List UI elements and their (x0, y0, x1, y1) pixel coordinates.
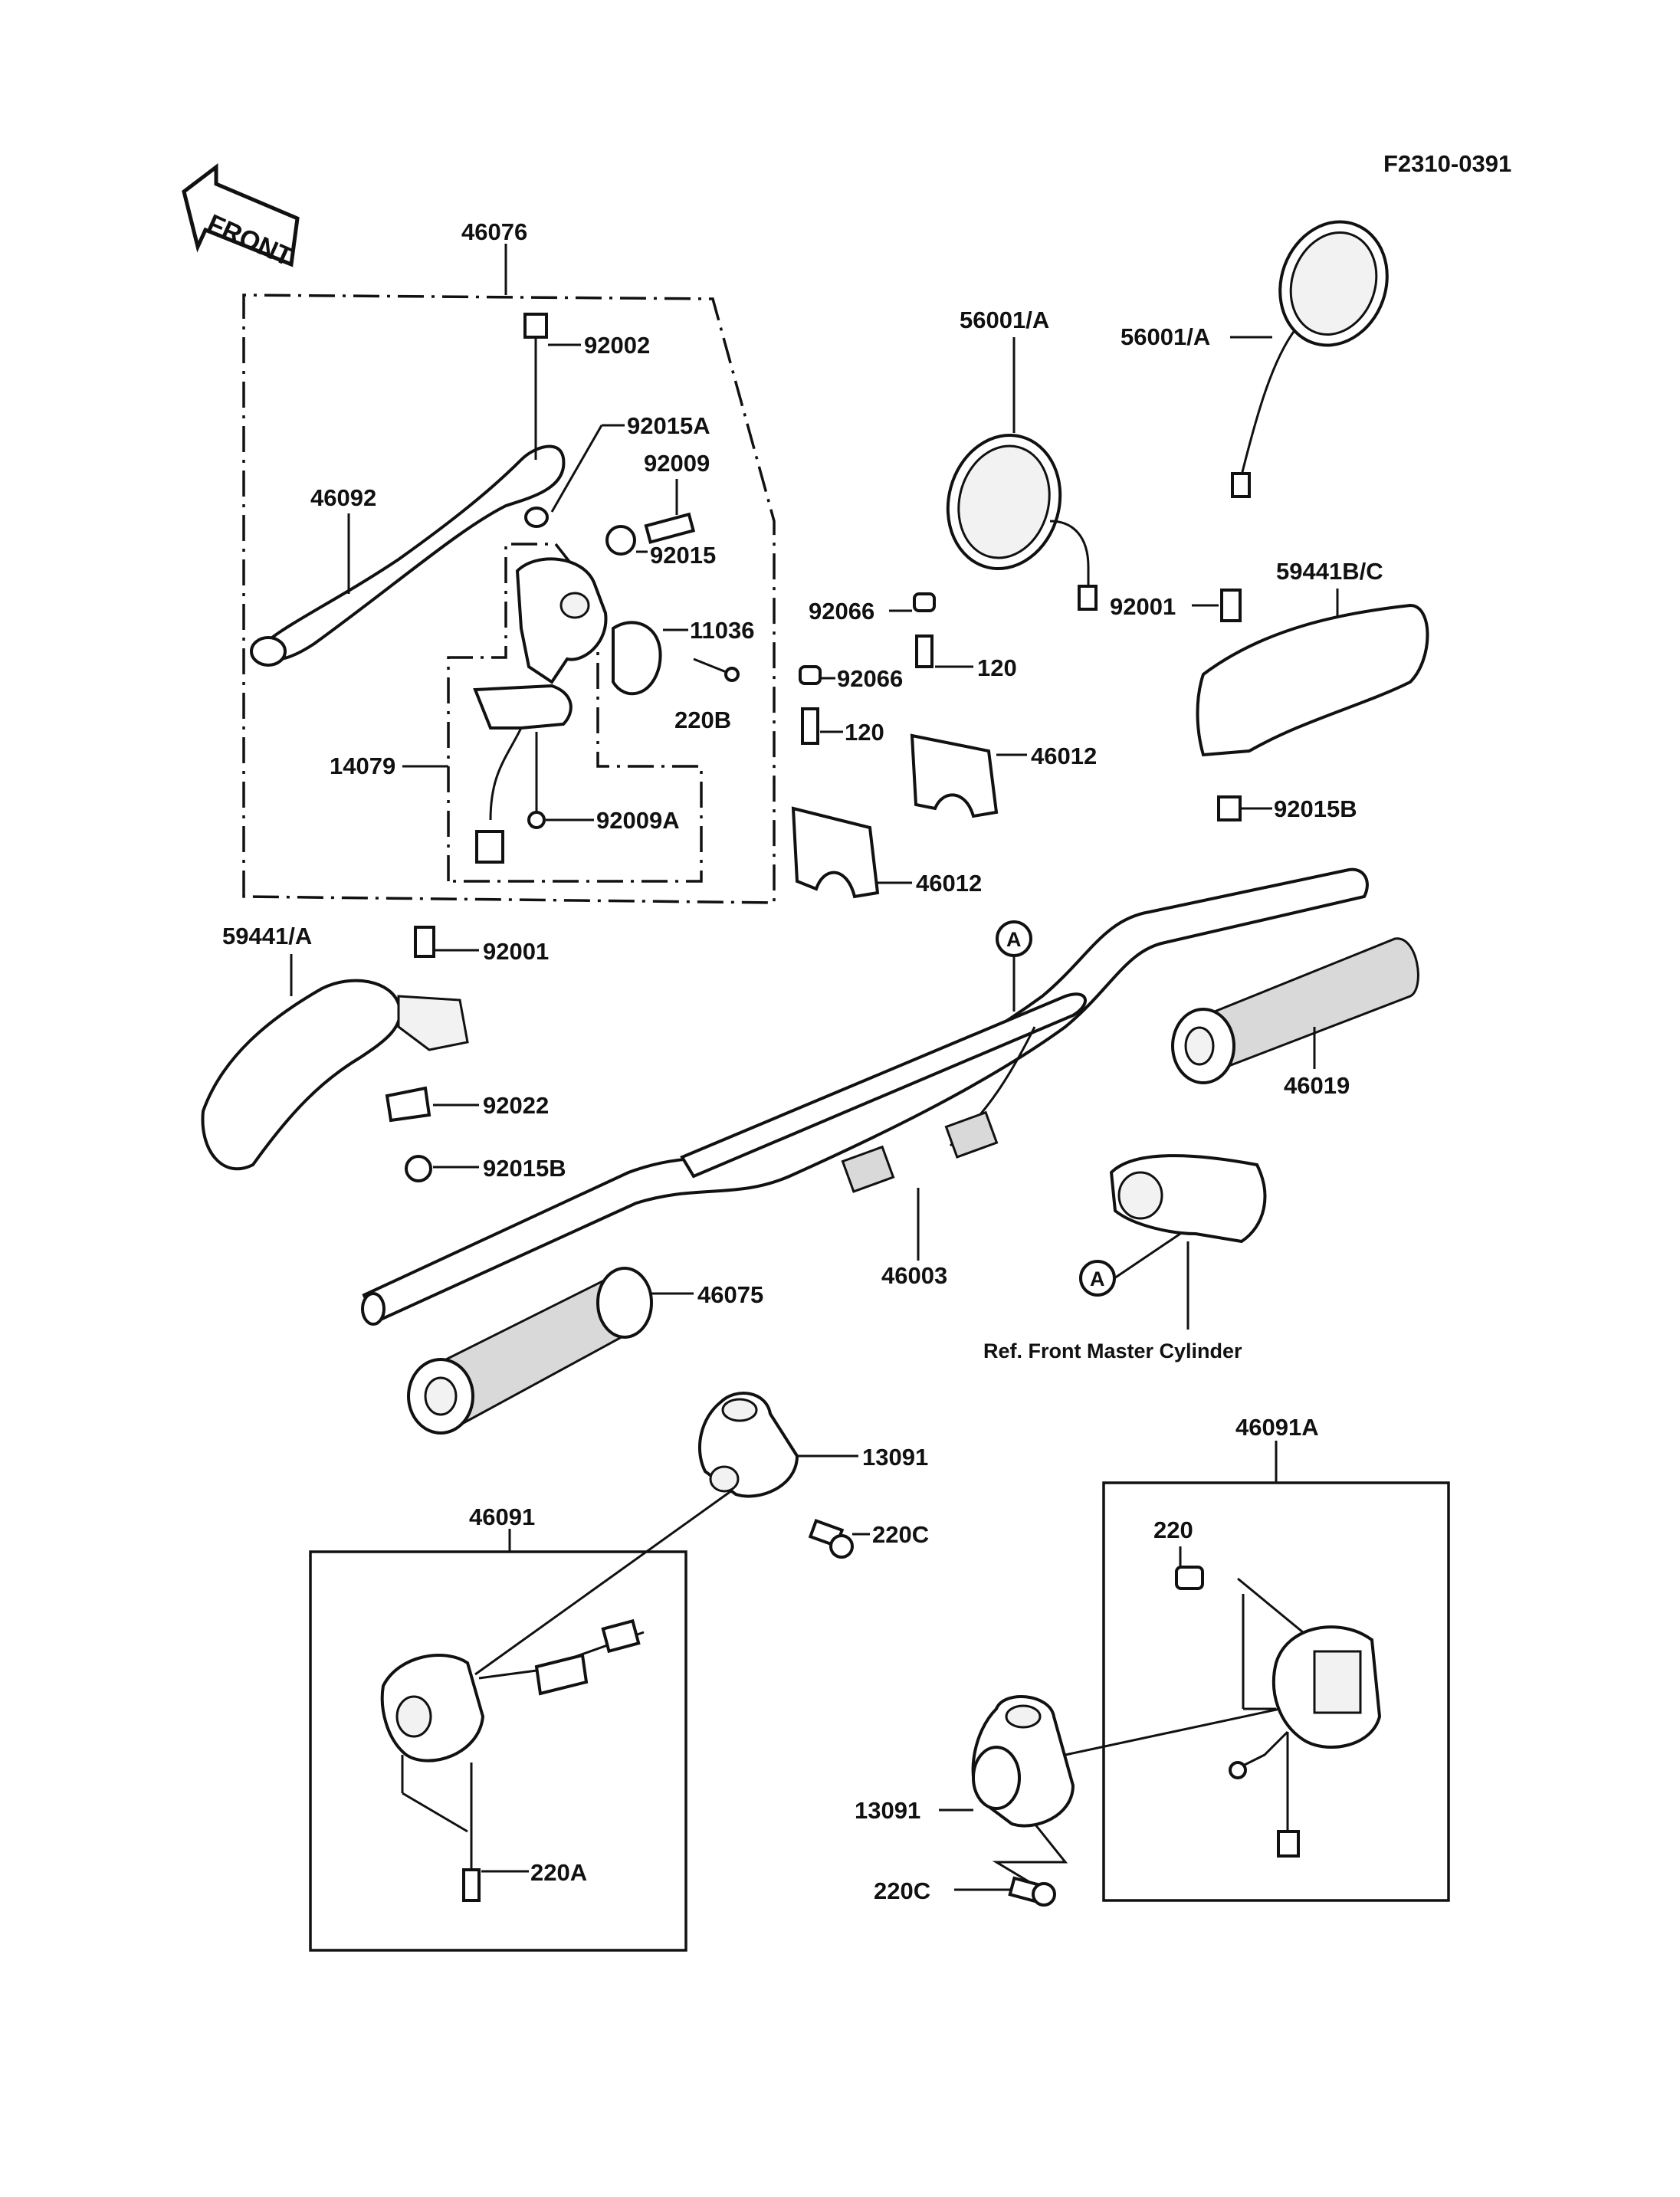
holder-upper-left (791, 806, 880, 899)
bolts-92066-120 (799, 592, 936, 745)
label-120-top: 120 (977, 654, 1017, 681)
front-arrow-icon: FRONT (182, 162, 300, 272)
callout-A-clamp: A (1090, 1267, 1105, 1290)
label-46012-left: 46012 (916, 870, 982, 897)
label-59441A: 59441/A (222, 923, 312, 949)
label-46019: 46019 (1284, 1072, 1350, 1099)
grip-left (407, 1267, 653, 1435)
label-92066-mid: 92066 (837, 665, 903, 692)
label-92022: 92022 (483, 1092, 549, 1119)
label-92015B-left: 92015B (483, 1155, 566, 1182)
label-11036: 11036 (690, 617, 755, 644)
label-92001-right: 92001 (1110, 593, 1176, 620)
label-220A: 220A (530, 1859, 587, 1886)
reference-note: Ref. Front Master Cylinder (983, 1340, 1242, 1362)
diagram-code: F2310-0391 (1383, 150, 1511, 177)
label-92002: 92002 (584, 332, 650, 359)
mirror-right (1231, 220, 1389, 498)
label-92015B-right: 92015B (1274, 795, 1357, 822)
label-92009A: 92009A (596, 807, 680, 834)
label-92009: 92009 (644, 450, 710, 477)
label-13091-bottom: 13091 (855, 1797, 920, 1824)
holder-upper-right (910, 733, 999, 818)
label-92015: 92015 (650, 542, 716, 569)
label-46075: 46075 (697, 1281, 763, 1308)
label-13091-top: 13091 (862, 1444, 928, 1471)
label-56001A-right: 56001/A (1121, 323, 1210, 350)
label-46092: 46092 (310, 484, 376, 511)
label-46091: 46091 (469, 1503, 535, 1530)
label-220B: 220B (674, 707, 731, 733)
label-220C-top: 220C (872, 1521, 929, 1548)
label-220C-bottom: 220C (874, 1877, 930, 1904)
mirror-left (946, 433, 1098, 611)
hand-guard-right (1196, 589, 1429, 821)
label-92015A: 92015A (627, 412, 710, 439)
housing-13091-bottom (971, 1695, 1281, 1907)
switch-box-46091A (1102, 1441, 1450, 1902)
label-14079: 14079 (330, 753, 395, 779)
label-59441BC: 59441B/C (1276, 558, 1383, 585)
callout-A-handlebar: A (1006, 928, 1022, 951)
hand-guard-left (201, 926, 469, 1182)
master-cylinder-clamp (1109, 1154, 1267, 1244)
housing-13091-top (698, 1392, 854, 1559)
label-46076: 46076 (461, 218, 527, 245)
label-120-mid: 120 (845, 719, 884, 746)
handlebar (361, 867, 1369, 1326)
label-92066-top: 92066 (809, 598, 874, 625)
switch-box-46091 (309, 1489, 733, 1952)
label-220: 220 (1153, 1517, 1193, 1543)
label-92001-left: 92001 (483, 938, 549, 965)
grip-right (1171, 937, 1419, 1084)
label-46012-right: 46012 (1031, 743, 1097, 769)
label-46003: 46003 (881, 1262, 947, 1289)
label-46091A: 46091A (1235, 1414, 1319, 1441)
clutch-lever-assembly (242, 244, 776, 904)
label-56001A-left: 56001/A (960, 307, 1049, 333)
